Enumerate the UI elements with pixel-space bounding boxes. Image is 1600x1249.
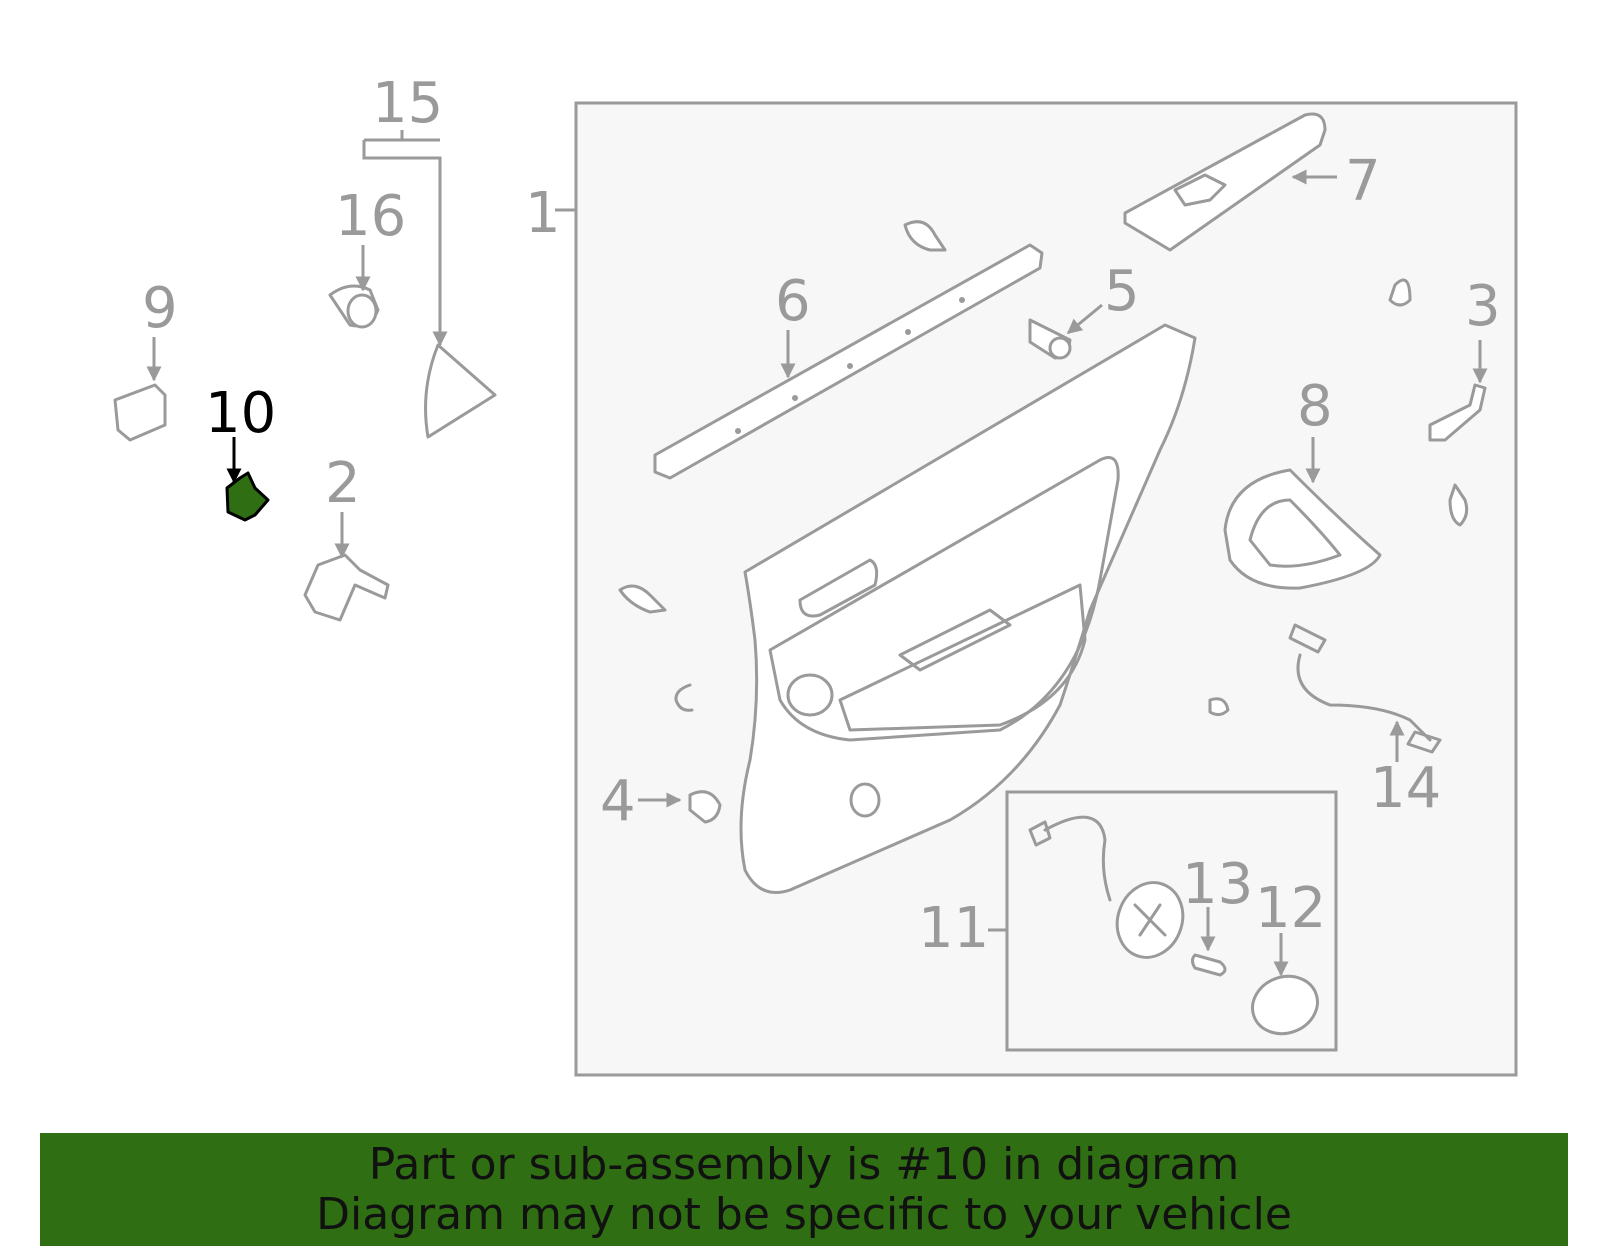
callout-15: 15	[372, 71, 443, 136]
banner-line-2: Diagram may not be specific to your vehi…	[316, 1188, 1292, 1240]
callout-8: 8	[1297, 374, 1333, 439]
callout-2: 2	[325, 451, 361, 516]
callout-16: 16	[335, 184, 406, 249]
callout-11: 11	[918, 896, 989, 961]
fasteners	[618, 220, 1469, 824]
part-2	[303, 553, 390, 622]
callout-12: 12	[1255, 876, 1326, 941]
callout-6: 6	[775, 269, 811, 334]
inner-handle-8	[1223, 468, 1382, 590]
callout-13: 13	[1182, 852, 1253, 917]
callout-3: 3	[1465, 274, 1501, 339]
leader-lines	[146, 130, 1488, 977]
part-9	[113, 383, 167, 442]
callout-9: 9	[142, 276, 178, 341]
part-16	[328, 284, 380, 329]
info-banner: Part or sub-assembly is #10 in diagram D…	[40, 1133, 1568, 1246]
harness-14	[1288, 623, 1442, 754]
speaker-parts	[1028, 815, 1319, 1036]
banner-line-1: Part or sub-assembly is #10 in diagram	[368, 1138, 1240, 1190]
part-15-triangle	[424, 343, 497, 439]
callout-5: 5	[1104, 259, 1140, 324]
callout-14: 14	[1370, 756, 1441, 821]
callout-7: 7	[1345, 149, 1381, 214]
door-trim-panel	[739, 323, 1197, 894]
callout-1: 1	[525, 181, 561, 246]
callout-10: 10	[205, 381, 276, 446]
switch-bezel-7	[1123, 112, 1327, 252]
callout-4: 4	[600, 769, 636, 834]
bracket-3	[1428, 383, 1487, 442]
part-10-highlighted	[225, 471, 270, 522]
belt-molding-6	[653, 243, 1044, 480]
